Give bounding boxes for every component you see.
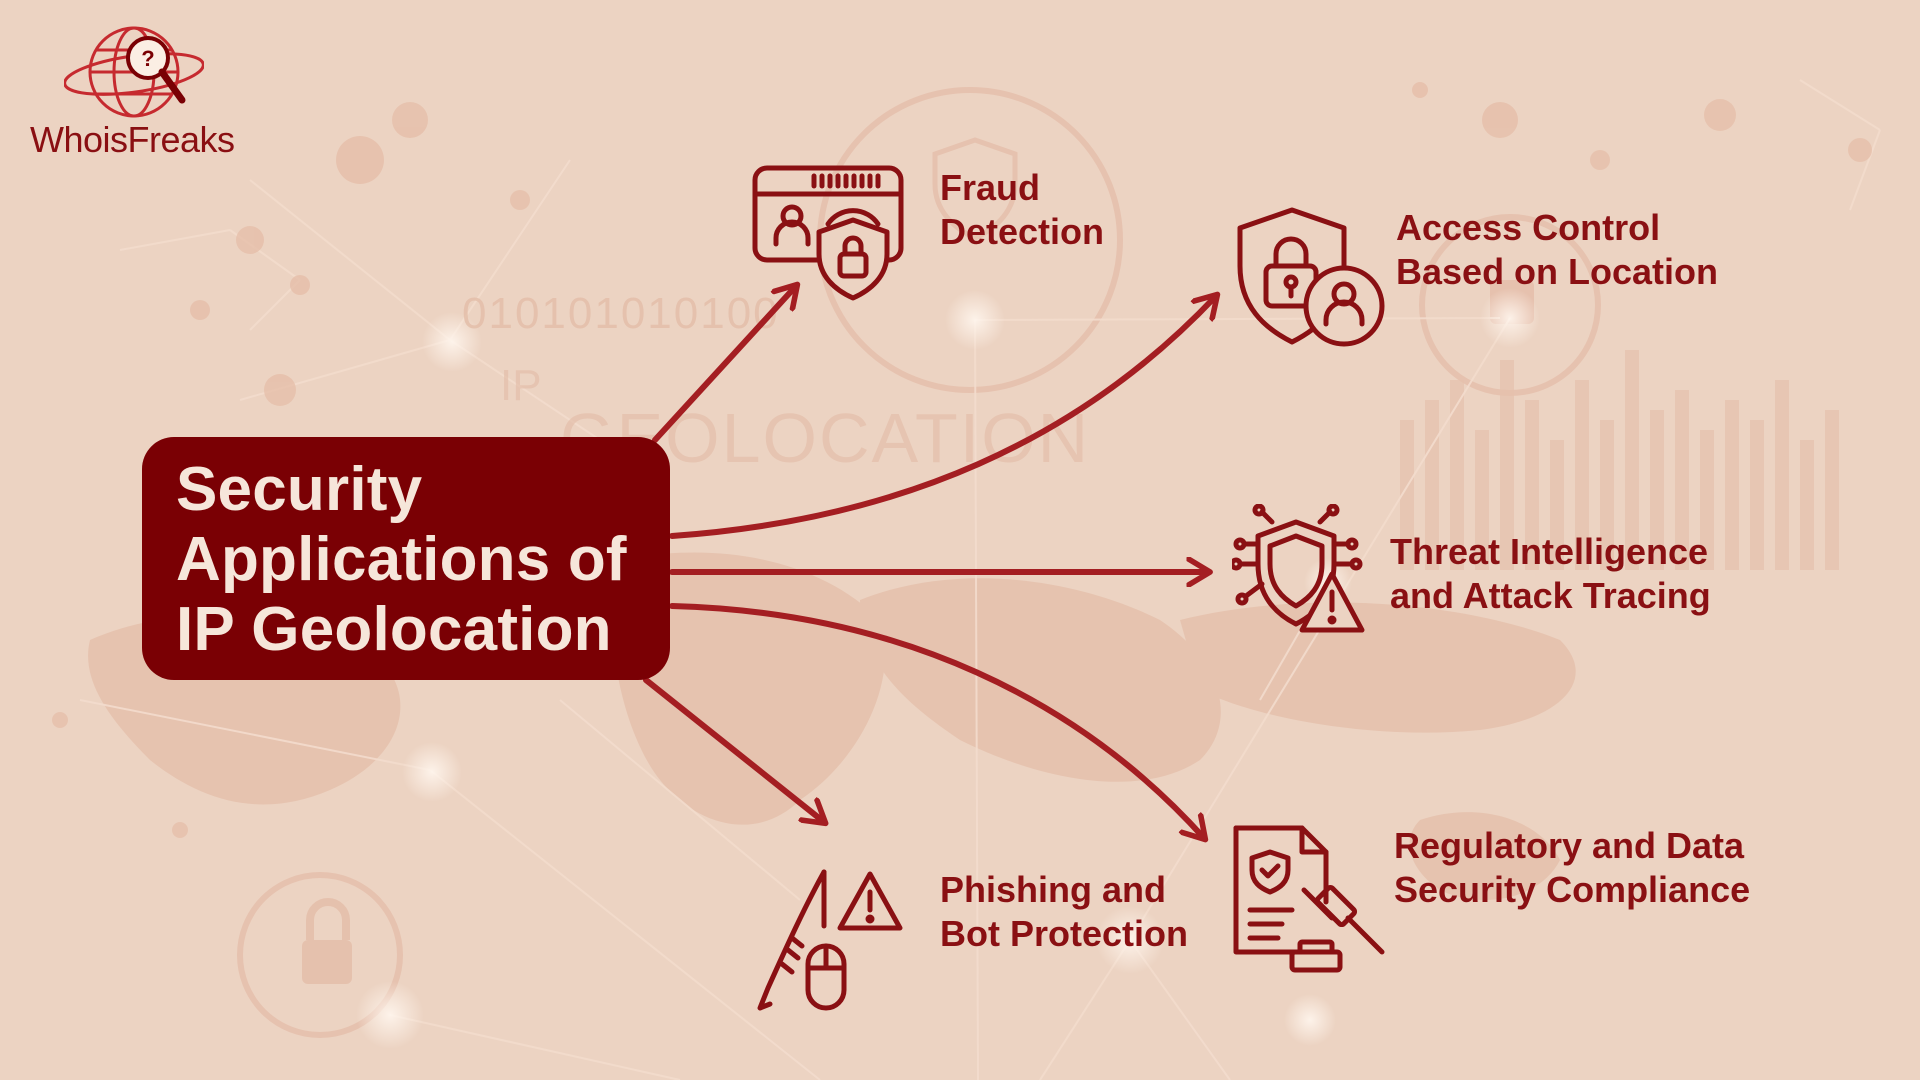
binary-watermark-text: 010101010100 [462,289,780,338]
ip-watermark-text: IP [500,361,542,410]
access-label-line-1: Access Control [1396,207,1661,248]
compliance-label-line-2: Security Compliance [1394,869,1751,910]
arrow-to-phishing [643,677,824,822]
title-line-3: IP Geolocation [176,595,612,664]
title-line-2: Applications of [176,525,627,594]
fraud-label-line-1: Fraud [940,167,1041,208]
logo-text: WhoisFreaks [30,119,235,160]
arrow-to-access [669,296,1216,539]
id-card-lock-icon [752,165,904,301]
fraud-label-line-2: Detection [940,211,1105,252]
fishing-hook-mouse-warning-icon [757,869,903,1011]
arrow-to-fraud [652,286,796,443]
threat-label-line-1: Threat Intelligence [1390,531,1709,572]
shield-lock-user-icon [1237,207,1385,347]
whoisfreaks-logo[interactable]: ? WhoisFreaks [26,24,236,164]
compliance-label-line-1: Regulatory and Data [1394,825,1745,866]
phishing-label-line-2: Bot Protection [940,913,1188,954]
central-title-box: Security Applications of IP Geolocation [142,437,670,680]
document-shield-gavel-icon [1233,825,1385,973]
svg-text:?: ? [141,46,154,71]
shield-circuit-warning-icon [1232,504,1365,633]
access-label-line-2: Based on Location [1396,251,1719,292]
title-line-1: Security [176,455,423,524]
arrow-to-compliance [669,603,1204,838]
phishing-label-line-1: Phishing and [940,869,1167,910]
threat-label-line-2: and Attack Tracing [1390,575,1711,616]
globe-question-magnifier-icon: ? [64,26,204,118]
